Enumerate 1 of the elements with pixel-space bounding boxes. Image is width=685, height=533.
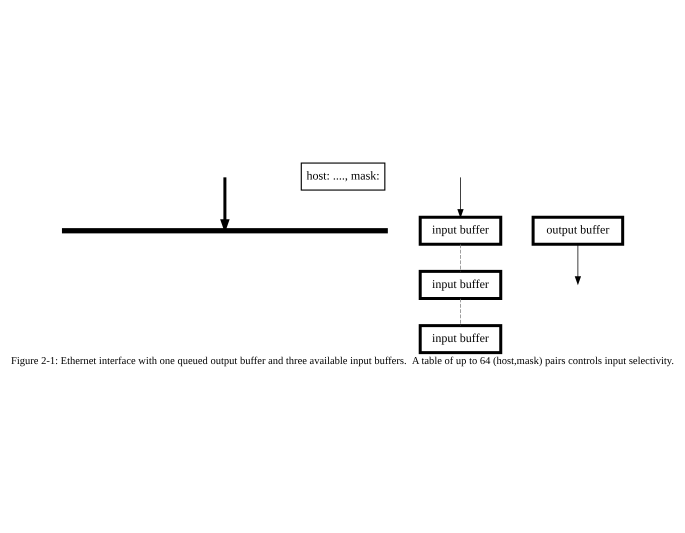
- caption: Figure 2-1: Ethernet interface with one queued output buffer and three available input buffers. A table of up to 64 (host,mask) pairs controls input selectivity.: [11, 356, 674, 368]
